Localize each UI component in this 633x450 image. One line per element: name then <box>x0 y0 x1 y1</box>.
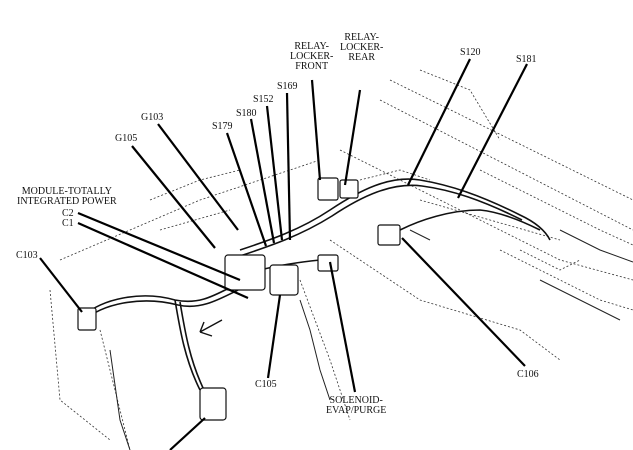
c103-connector <box>77 307 97 331</box>
label-s180: S180 <box>236 108 257 119</box>
label-g103: G103 <box>141 112 164 123</box>
solenoid-evap-purge <box>317 254 339 272</box>
c106-connector <box>377 224 401 246</box>
forward-arrow-icon <box>199 319 223 337</box>
label-c2: C2 <box>62 208 74 219</box>
label-s181: S181 <box>516 54 537 65</box>
wire-harness <box>84 178 551 393</box>
label-s179: S179 <box>212 121 233 132</box>
c105-connector <box>269 264 299 296</box>
label-c105: C105 <box>255 379 277 390</box>
leader-lines <box>39 58 528 450</box>
label-c103: C103 <box>16 250 38 261</box>
label-relay-locker-rear: RELAY- LOCKER- REAR <box>340 32 384 63</box>
tipm-module <box>224 254 266 291</box>
label-g105: G105 <box>115 133 138 144</box>
vehicle-body-solid <box>109 229 633 450</box>
label-solenoid-evap-purge: SOLENOID- EVAP/PURGE <box>326 395 387 416</box>
pcm-connector <box>199 387 227 421</box>
label-c1: C1 <box>62 218 74 229</box>
label-relay-locker-front: RELAY- LOCKER- FRONT <box>290 41 334 72</box>
label-s120: S120 <box>460 47 481 58</box>
components <box>77 177 401 421</box>
label-module-tip: MODULE-TOTALLY INTEGRATED POWER <box>17 186 117 207</box>
label-s169: S169 <box>277 81 298 92</box>
label-s152: S152 <box>253 94 274 105</box>
relay-locker-front <box>317 177 339 201</box>
relay-locker-rear <box>339 179 359 199</box>
vehicle-body-outline <box>49 69 633 450</box>
label-c106: C106 <box>517 369 539 380</box>
